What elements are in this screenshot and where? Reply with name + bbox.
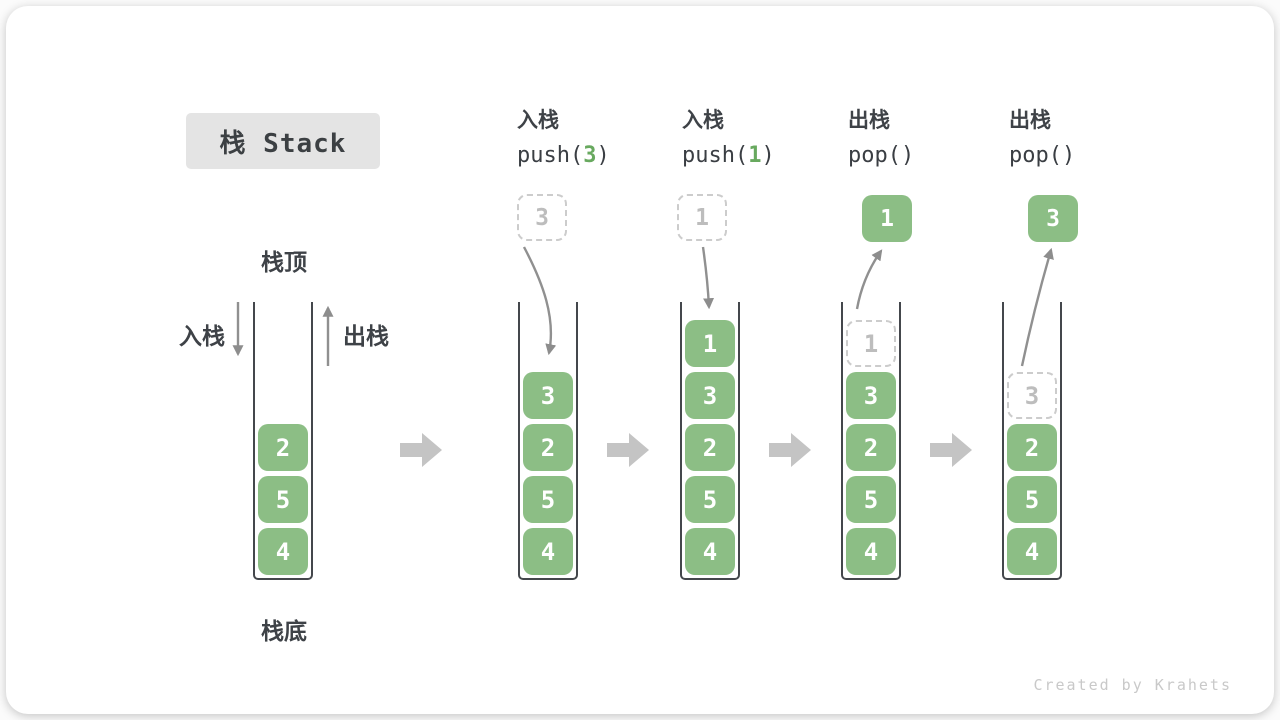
stack-cell: 3 — [523, 372, 573, 419]
code-arg: 1 — [748, 143, 762, 168]
stack-cell: 2 — [685, 424, 735, 471]
next-step-arrow-icon — [769, 433, 811, 467]
stack-top-label: 栈顶 — [261, 250, 307, 276]
stack-after-push1: 1 3 2 5 4 — [680, 302, 740, 580]
pushed-value-box: 1 — [677, 194, 727, 241]
stack-after-pop1: 1 3 2 5 4 — [841, 302, 901, 580]
stack-cell: 2 — [258, 424, 308, 471]
stack-cell-removed: 3 — [1007, 372, 1057, 419]
stack-cell: 4 — [258, 528, 308, 575]
stack-cell-removed: 1 — [846, 320, 896, 367]
stack-cell: 2 — [1007, 424, 1057, 471]
stack-cell: 4 — [685, 528, 735, 575]
step-code: pop() — [848, 143, 915, 168]
push-direction-label: 入栈 — [179, 324, 225, 350]
popped-value-box: 3 — [1028, 195, 1078, 242]
next-step-arrow-icon — [400, 433, 442, 467]
stack-cell: 4 — [1007, 528, 1057, 575]
title-text: 栈 Stack — [219, 128, 347, 159]
step-label: 出栈 — [1009, 108, 1051, 132]
stack-cell: 2 — [846, 424, 896, 471]
step-label: 入栈 — [517, 108, 559, 132]
step-label: 出栈 — [848, 108, 890, 132]
stack-cell: 5 — [685, 476, 735, 523]
stack-cell: 4 — [846, 528, 896, 575]
stack-initial: 2 5 4 — [253, 302, 313, 580]
title-box: 栈 Stack — [186, 113, 380, 169]
stack-cell: 5 — [523, 476, 573, 523]
code-arg: 3 — [583, 143, 597, 168]
stack-bottom-label: 栈底 — [261, 619, 307, 645]
step-header-push3: 入栈 push(3) — [517, 103, 687, 174]
step-header-pop1: 出栈 pop() — [848, 103, 1018, 174]
pushed-value-box: 3 — [517, 194, 567, 241]
stack-cell: 5 — [846, 476, 896, 523]
next-step-arrow-icon — [930, 433, 972, 467]
stack-cell: 5 — [258, 476, 308, 523]
stack-after-push3: 3 2 5 4 — [518, 302, 578, 580]
stack-cell: 4 — [523, 528, 573, 575]
next-step-arrow-icon — [607, 433, 649, 467]
step-header-pop3: 出栈 pop() — [1009, 103, 1179, 174]
watermark: Created by Krahets — [1033, 676, 1232, 694]
stack-cell: 3 — [685, 372, 735, 419]
step-label: 入栈 — [682, 108, 724, 132]
step-code: push(3) — [517, 143, 610, 168]
stack-after-pop3: 3 2 5 4 — [1002, 302, 1062, 580]
stack-cell: 5 — [1007, 476, 1057, 523]
step-code: push(1) — [682, 143, 775, 168]
step-code: pop() — [1009, 143, 1076, 168]
stack-cell: 1 — [685, 320, 735, 367]
stack-cell: 2 — [523, 424, 573, 471]
stack-cell: 3 — [846, 372, 896, 419]
pop-direction-label: 出栈 — [343, 324, 389, 350]
popped-value-box: 1 — [862, 195, 912, 242]
step-header-push1: 入栈 push(1) — [682, 103, 852, 174]
